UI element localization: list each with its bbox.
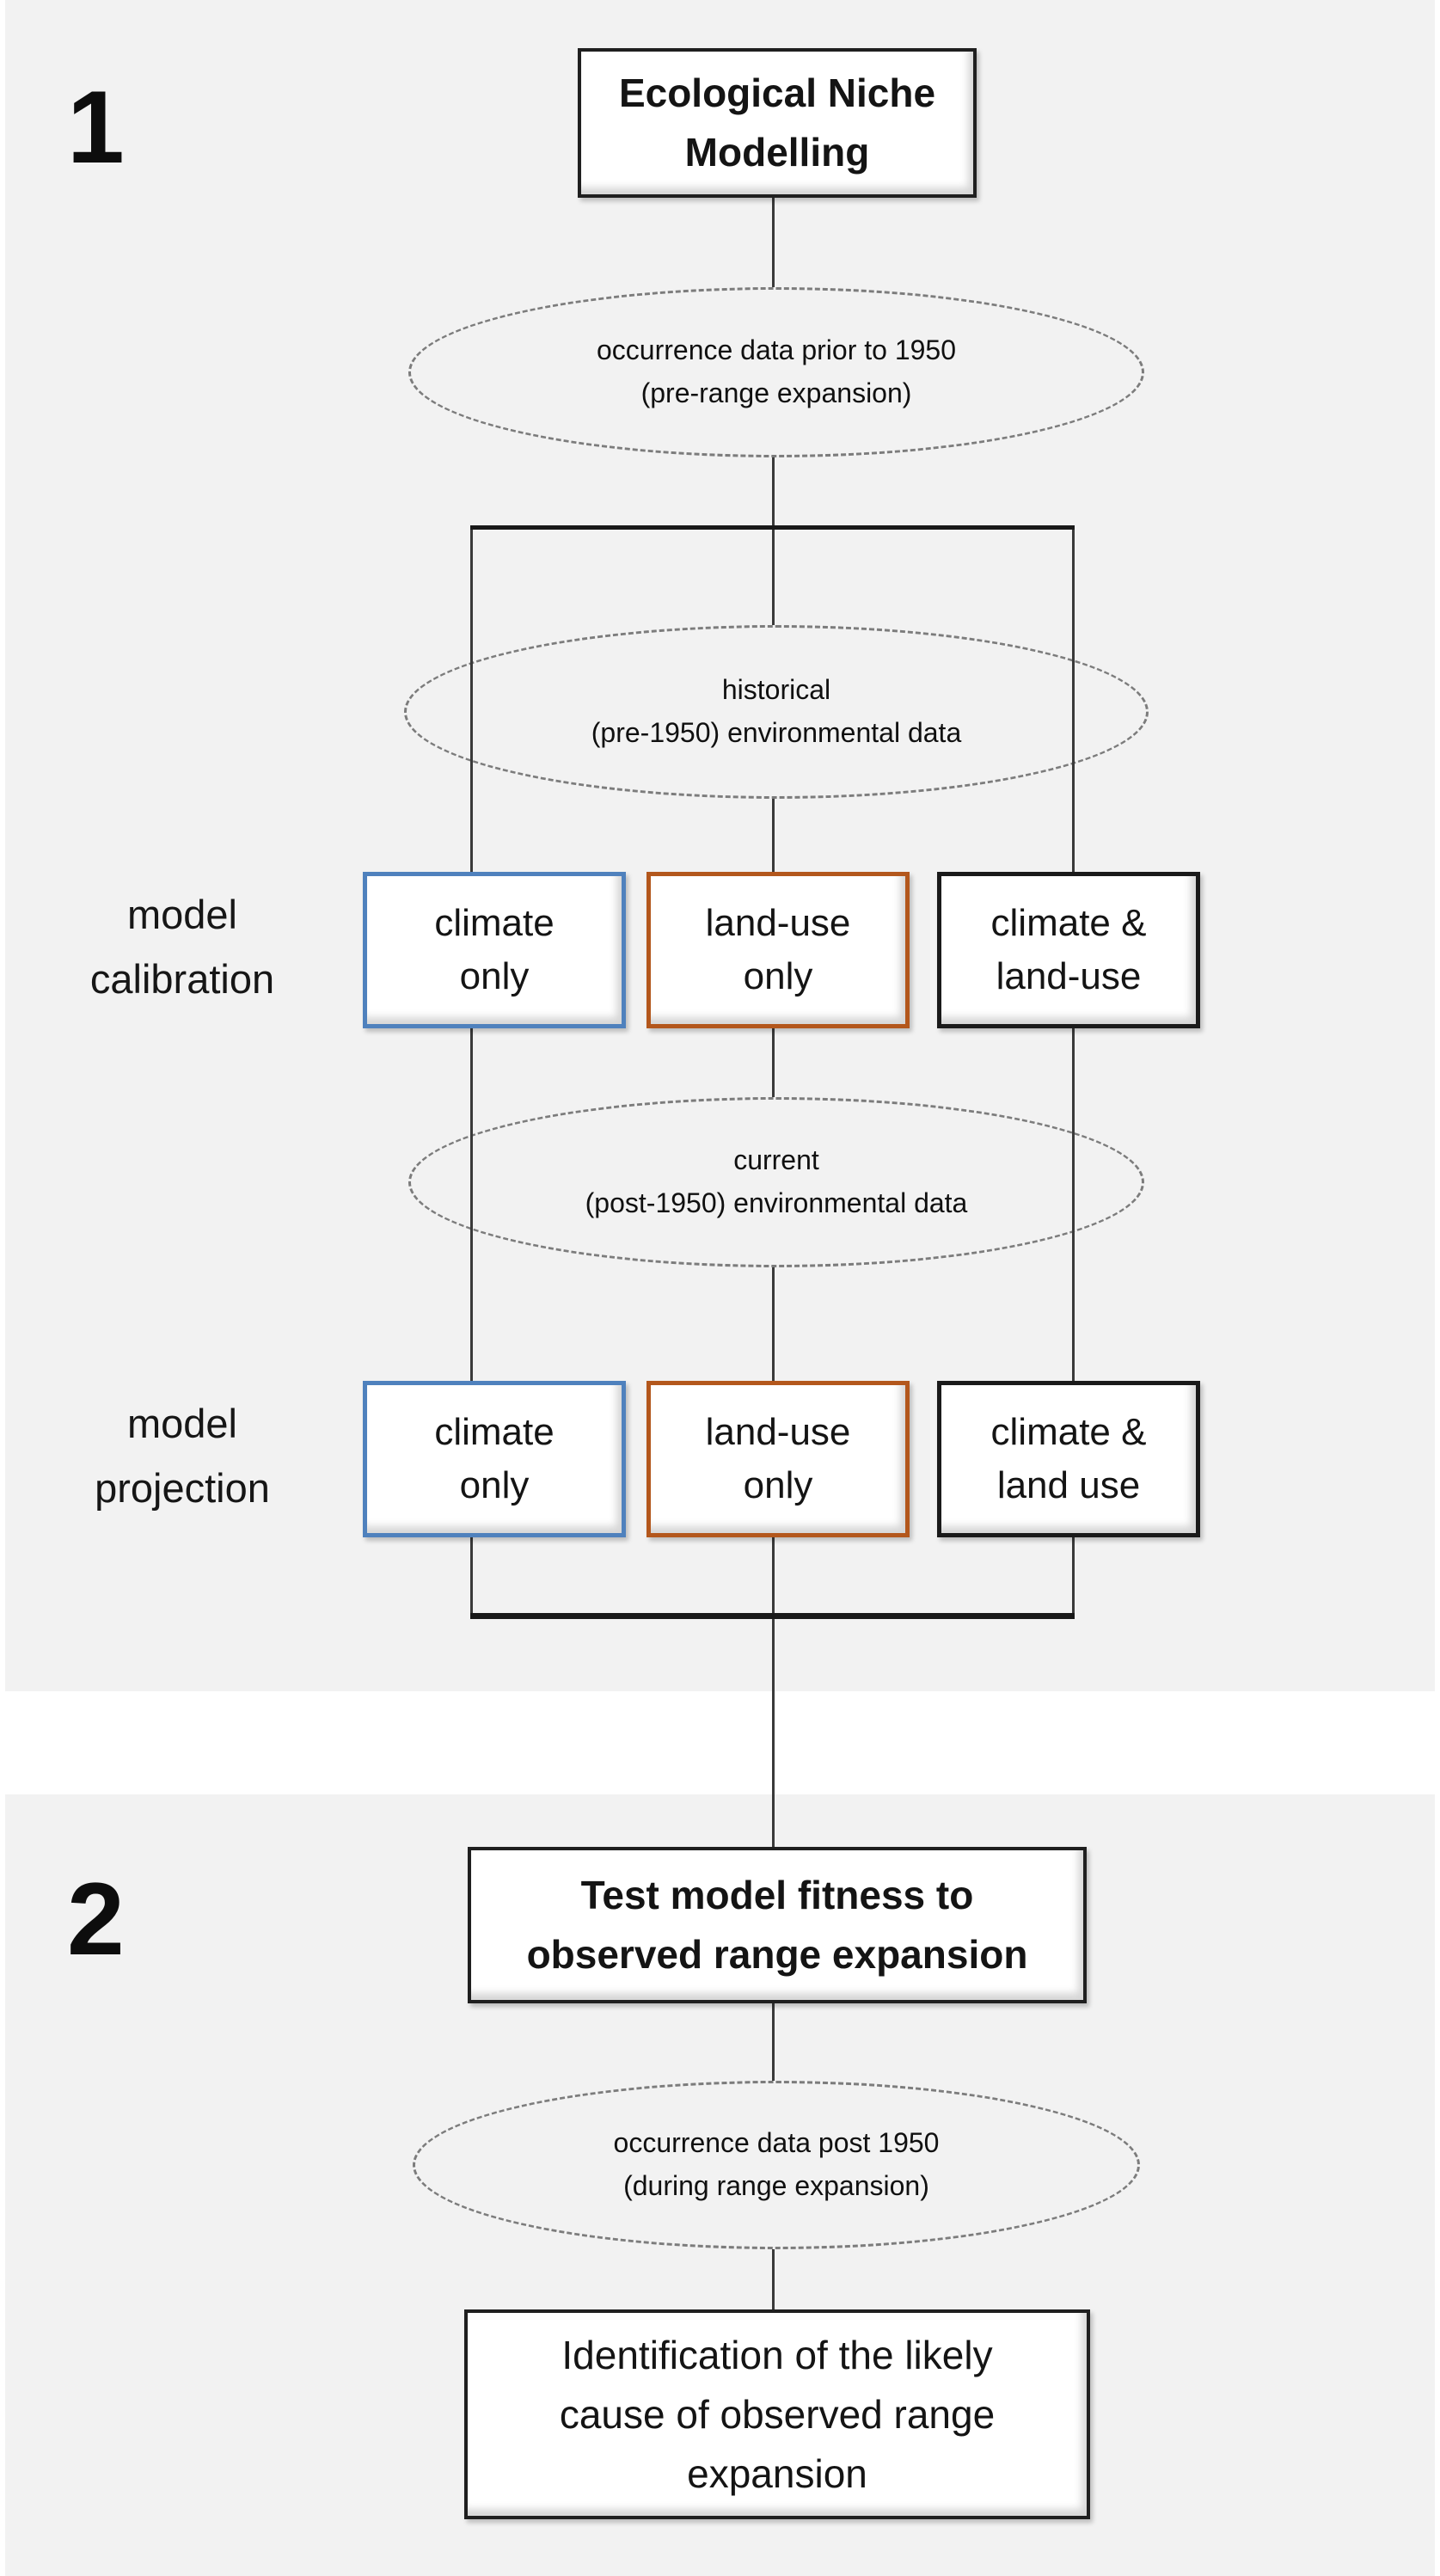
label-model-projection: model projection: [95, 1401, 270, 1512]
ellipse-historical-env-data: historical (pre-1950) environmental data: [404, 625, 1149, 799]
connector-occurrence-post-to-result: [772, 2242, 775, 2311]
ellipse-current-env-data: current (post-1950) environmental data: [408, 1097, 1144, 1267]
bracket-left-line: [470, 525, 473, 1619]
bracket-top-line: [470, 525, 1075, 530]
node-projection-climate-only: climate only: [363, 1381, 626, 1537]
connector-test-to-occurrence-post: [772, 1996, 775, 2082]
bracket-right-line: [1072, 525, 1075, 1619]
stage-2-number: 2: [67, 1861, 125, 1977]
bracket-bottom-line: [470, 1613, 1075, 1619]
label-model-calibration: model calibration: [89, 892, 275, 1003]
ellipse-occurrence-pre-1950: occurrence data prior to 1950 (pre-range…: [408, 287, 1144, 457]
ellipse-occurrence-post-1950: occurrence data post 1950 (during range …: [413, 2081, 1140, 2249]
node-test-model-fitness: Test model fitness to observed range exp…: [468, 1847, 1087, 2003]
stage-1-number: 1: [67, 70, 125, 185]
node-identification-result: Identification of the likely cause of ob…: [464, 2309, 1090, 2519]
node-projection-climate-landuse: climate & land use: [937, 1381, 1200, 1537]
node-projection-landuse-only: land-use only: [646, 1381, 910, 1537]
connector-occurrence-to-bracket: [772, 451, 775, 527]
node-calibration-climate-only: climate only: [363, 872, 626, 1028]
node-ecological-niche-modelling: Ecological Niche Modelling: [578, 48, 977, 198]
connector-title-to-occurrence: [772, 191, 775, 289]
node-calibration-climate-landuse: climate & land-use: [937, 872, 1200, 1028]
node-calibration-landuse-only: land-use only: [646, 872, 910, 1028]
